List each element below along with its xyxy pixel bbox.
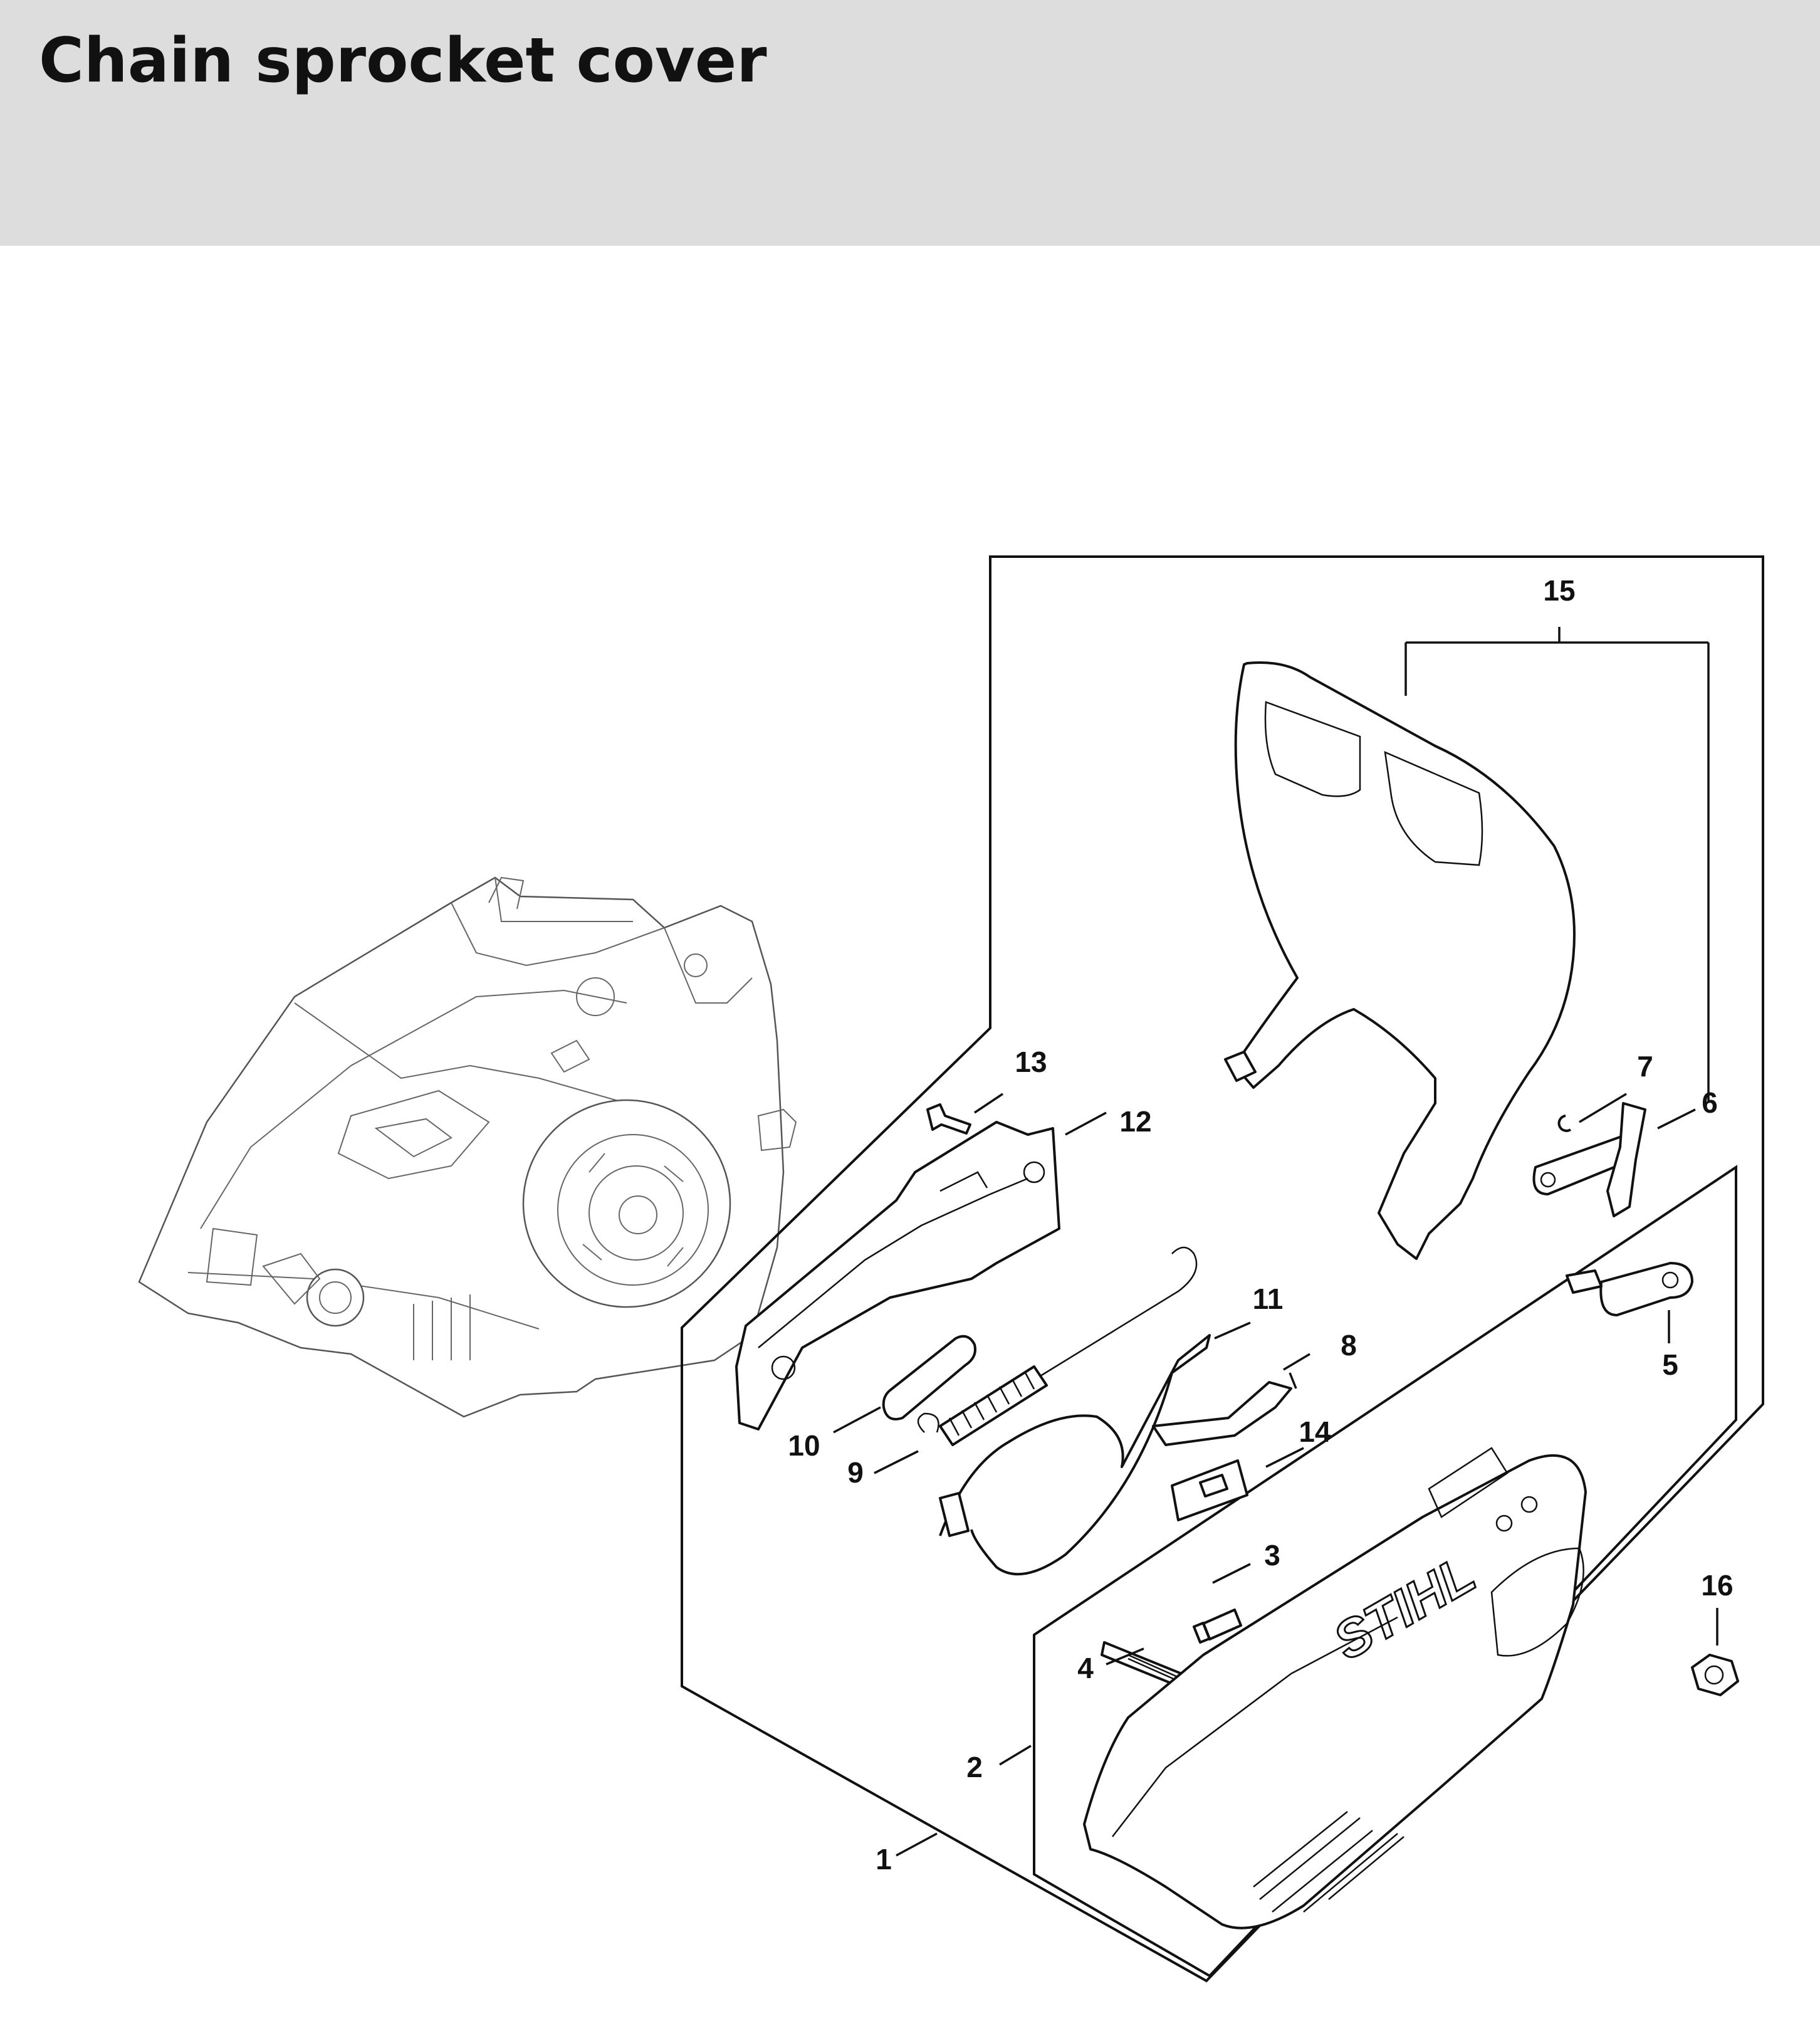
nut-part — [1691, 1654, 1739, 1696]
hand-guard-part — [1224, 661, 1576, 1260]
lever-pin-part — [1566, 1262, 1693, 1316]
screw-part — [926, 1103, 971, 1135]
callout-8: 8 — [1341, 1329, 1357, 1362]
callout-11: 11 — [1253, 1283, 1284, 1315]
callout-6: 6 — [1702, 1086, 1718, 1119]
callouts: 1 2 3 4 5 6 7 8 9 10 11 12 13 14 15 16 — [788, 574, 1733, 1876]
callout-9: 9 — [847, 1456, 864, 1489]
callout-2: 2 — [966, 1751, 983, 1783]
callout-14: 14 — [1299, 1415, 1331, 1448]
callout-15: 15 — [1543, 574, 1575, 607]
leader-lines — [833, 627, 1718, 1857]
header-bar: Chain sprocket cover — [0, 0, 1820, 246]
stud-part — [1193, 1609, 1242, 1644]
exploded-parts-diagram: STIHL 1 2 3 4 5 — [138, 555, 1764, 1983]
callout-13: 13 — [1015, 1046, 1047, 1078]
engine-body-illustration — [138, 876, 797, 1418]
clip-part — [1152, 1381, 1292, 1446]
assembly-frame — [681, 555, 1764, 1983]
callout-3: 3 — [1264, 1539, 1280, 1572]
lever-part — [1532, 1102, 1646, 1217]
callout-1: 1 — [876, 1843, 892, 1876]
callout-16: 16 — [1701, 1569, 1733, 1602]
slide-part — [1171, 1459, 1248, 1521]
callout-4: 4 — [1077, 1652, 1094, 1684]
circlip-part — [1557, 1115, 1572, 1132]
callout-5: 5 — [1662, 1348, 1678, 1381]
sprocket-cover-part: STIHL — [1083, 1447, 1587, 1929]
page-title: Chain sprocket cover — [39, 25, 767, 97]
callout-7: 7 — [1637, 1050, 1653, 1083]
brake-lever-part — [735, 1121, 1060, 1430]
sleeve-part — [882, 1335, 976, 1420]
callout-12: 12 — [1119, 1105, 1151, 1138]
brake-band-part — [939, 1334, 1211, 1576]
callout-10: 10 — [788, 1429, 820, 1462]
spring-part — [917, 1246, 1198, 1446]
